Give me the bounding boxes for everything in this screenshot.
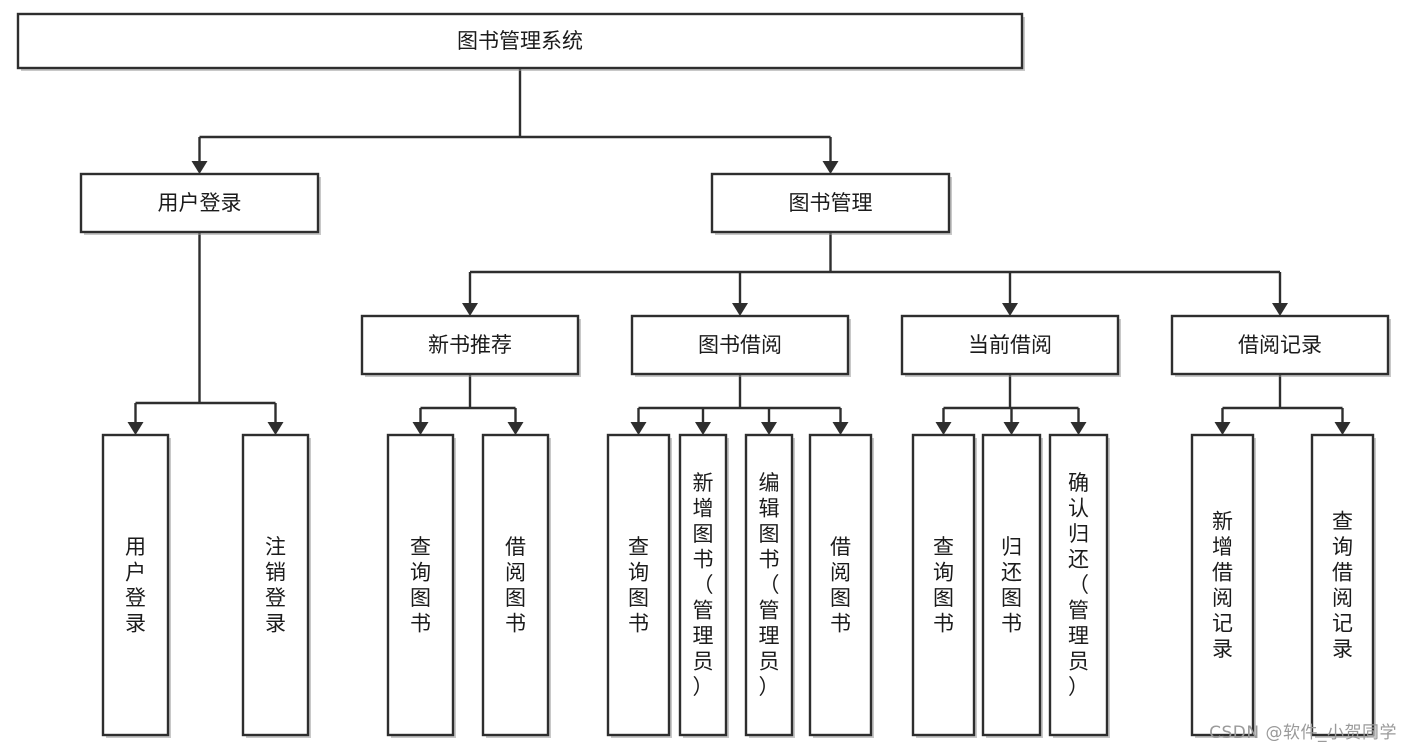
node-label: 用户登录	[125, 535, 146, 636]
node-label: 借阅记录	[1238, 333, 1322, 357]
arrow-head	[1003, 422, 1020, 435]
node-leaf-查询图书[interactable]: 查询图书	[911, 433, 977, 738]
node-rect[interactable]	[911, 433, 976, 737]
node-leaf-新增借阅记录[interactable]: 新增借阅记录	[1190, 433, 1256, 738]
node-rect[interactable]	[630, 314, 850, 376]
node-root-图书管理系统[interactable]: 图书管理系统	[16, 12, 1025, 71]
node-rect[interactable]	[481, 433, 550, 737]
node-rect[interactable]	[900, 314, 1120, 376]
node-level3-图书借阅[interactable]: 图书借阅	[630, 314, 851, 377]
node-level3-新书推荐[interactable]: 新书推荐	[360, 314, 581, 377]
node-label: 注销登录	[265, 535, 286, 636]
node-rect[interactable]	[241, 433, 310, 737]
node-leaf-归还图书[interactable]: 归还图书	[981, 433, 1043, 738]
node-label: 新增图书（管理员）	[693, 471, 714, 699]
node-leaf-查询图书[interactable]: 查询图书	[386, 433, 456, 738]
arrow-head	[507, 422, 524, 435]
node-leaf-确认归还管理员[interactable]: 确认归还（管理员）	[1048, 433, 1110, 738]
node-rect[interactable]	[1190, 433, 1255, 737]
arrow-head	[1002, 303, 1018, 316]
node-leaf-编辑图书管理员[interactable]: 编辑图书（管理员）	[744, 433, 795, 738]
connector-lines	[127, 68, 1351, 435]
arrow-head	[1334, 422, 1351, 435]
node-rect[interactable]	[678, 433, 728, 737]
node-label: 新书推荐	[428, 333, 512, 357]
node-label: 编辑图书（管理员）	[759, 471, 780, 699]
arrow-head	[695, 422, 711, 435]
node-rect[interactable]	[79, 172, 320, 234]
node-label: 用户登录	[158, 191, 242, 215]
arrow-head	[935, 422, 952, 435]
arrow-head	[1272, 303, 1288, 316]
arrow-head	[127, 422, 144, 435]
arrow-head	[1214, 422, 1231, 435]
node-boxes: 图书管理系统用户登录图书管理新书推荐图书借阅当前借阅借阅记录用户登录注销登录查询…	[16, 12, 1391, 738]
node-leaf-用户登录[interactable]: 用户登录	[101, 433, 171, 738]
arrow-head	[191, 161, 208, 174]
node-label: 新增借阅记录	[1212, 509, 1233, 661]
arrow-head	[732, 303, 748, 316]
node-label: 查询图书	[410, 535, 431, 636]
watermark-text: CSDN @软件_小贺同学	[1209, 723, 1397, 743]
node-label: 查询借阅记录	[1332, 509, 1353, 661]
arrow-head	[462, 303, 478, 316]
arrow-head	[630, 422, 647, 435]
node-label: 借阅图书	[830, 535, 851, 636]
node-label: 归还图书	[1001, 535, 1022, 636]
node-leaf-查询图书[interactable]: 查询图书	[606, 433, 672, 738]
node-label: 图书管理系统	[457, 29, 583, 53]
node-rect[interactable]	[360, 314, 580, 376]
node-rect[interactable]	[744, 433, 794, 737]
node-rect[interactable]	[386, 433, 455, 737]
node-label: 查询图书	[933, 535, 954, 636]
node-level3-当前借阅[interactable]: 当前借阅	[900, 314, 1121, 377]
node-level2-图书管理[interactable]: 图书管理	[710, 172, 952, 235]
node-leaf-借阅图书[interactable]: 借阅图书	[481, 433, 551, 738]
arrow-head	[822, 161, 839, 174]
node-leaf-注销登录[interactable]: 注销登录	[241, 433, 311, 738]
node-label: 图书借阅	[698, 333, 782, 357]
node-label: 当前借阅	[968, 333, 1052, 357]
node-rect[interactable]	[1048, 433, 1109, 737]
arrow-head	[832, 422, 849, 435]
node-rect[interactable]	[1170, 314, 1390, 376]
node-level3-借阅记录[interactable]: 借阅记录	[1170, 314, 1391, 377]
node-level2-用户登录[interactable]: 用户登录	[79, 172, 321, 235]
node-label: 图书管理	[789, 191, 873, 215]
node-rect[interactable]	[16, 12, 1024, 70]
node-leaf-借阅图书[interactable]: 借阅图书	[808, 433, 874, 738]
node-rect[interactable]	[606, 433, 671, 737]
node-leaf-新增图书管理员[interactable]: 新增图书（管理员）	[678, 433, 729, 738]
node-label: 查询图书	[628, 535, 649, 636]
arrow-head	[267, 422, 284, 435]
node-rect[interactable]	[981, 433, 1042, 737]
node-leaf-查询借阅记录[interactable]: 查询借阅记录	[1310, 433, 1376, 738]
node-rect[interactable]	[808, 433, 873, 737]
node-label: 借阅图书	[505, 535, 526, 636]
node-rect[interactable]	[101, 433, 170, 737]
arrow-head	[1070, 422, 1087, 435]
arrow-head	[761, 422, 777, 435]
node-rect[interactable]	[1310, 433, 1375, 737]
node-label: 确认归还（管理员）	[1068, 471, 1089, 699]
arrow-head	[412, 422, 429, 435]
node-rect[interactable]	[710, 172, 951, 234]
